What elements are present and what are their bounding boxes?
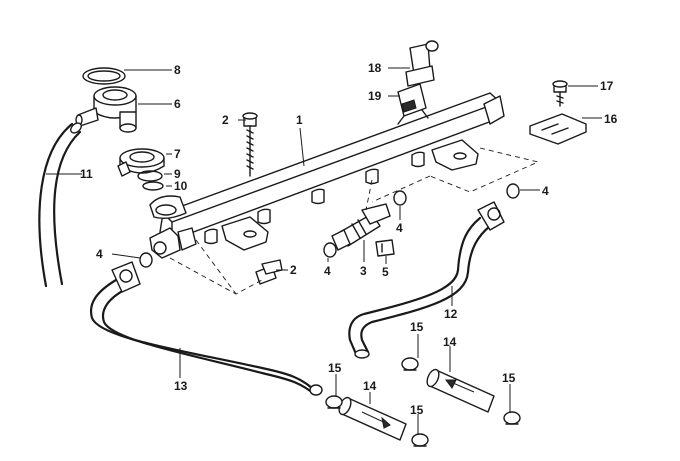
callout-12: 12 (444, 307, 458, 321)
connector-19 (397, 83, 429, 125)
hose-14-left (338, 396, 407, 441)
callout-4-left: 4 (96, 247, 103, 261)
callout-19: 19 (368, 89, 382, 103)
fuel-hose-18 (405, 40, 439, 87)
fuel-line-13 (89, 261, 323, 396)
callout-3: 3 (360, 264, 367, 278)
bolt-17 (552, 80, 568, 107)
fuel-injector (331, 203, 391, 251)
callout-15-b: 15 (410, 320, 424, 334)
callout-6: 6 (174, 97, 181, 111)
hose-14-right (426, 368, 495, 413)
fuel-rail (149, 92, 505, 259)
bolt-lower (255, 259, 283, 285)
bolt-top (242, 112, 258, 177)
callout-1: 1 (296, 113, 303, 127)
callout-14-b: 14 (443, 335, 457, 349)
callout-15-c: 15 (410, 403, 424, 417)
callout-11: 11 (80, 167, 93, 181)
bracket-16 (529, 113, 587, 145)
callout-labels: 8 6 2 1 18 19 17 16 7 11 9 10 4 4 4 4 2 … (80, 61, 618, 417)
callout-7: 7 (174, 147, 181, 161)
callout-4-bottom: 4 (324, 264, 331, 278)
pressure-regulator (75, 67, 137, 133)
callout-17: 17 (600, 79, 614, 93)
o-rings-regulator (137, 170, 164, 191)
callout-4-right: 4 (542, 184, 549, 198)
leader-lines (46, 67, 602, 434)
callout-5: 5 (382, 265, 389, 279)
callout-10: 10 (174, 179, 188, 193)
callout-2: 2 (222, 113, 229, 127)
vacuum-hose (38, 122, 82, 288)
callout-13: 13 (174, 379, 188, 393)
callout-14-a: 14 (363, 379, 377, 393)
hose-clamps (325, 357, 521, 447)
callout-18: 18 (368, 61, 382, 75)
callout-8: 8 (174, 63, 181, 77)
callout-4-mid: 4 (396, 221, 403, 235)
callout-2-lower: 2 (290, 263, 297, 277)
callout-16: 16 (604, 112, 618, 126)
fuel-line-12 (348, 201, 505, 359)
assembly-dash-lines (169, 147, 540, 295)
regulator-mount-ring (117, 148, 165, 177)
injector-clip (375, 239, 395, 257)
callout-9: 9 (174, 167, 181, 181)
callout-15-a: 15 (328, 361, 342, 375)
callout-15-d: 15 (502, 371, 516, 385)
o-rings (139, 183, 520, 268)
